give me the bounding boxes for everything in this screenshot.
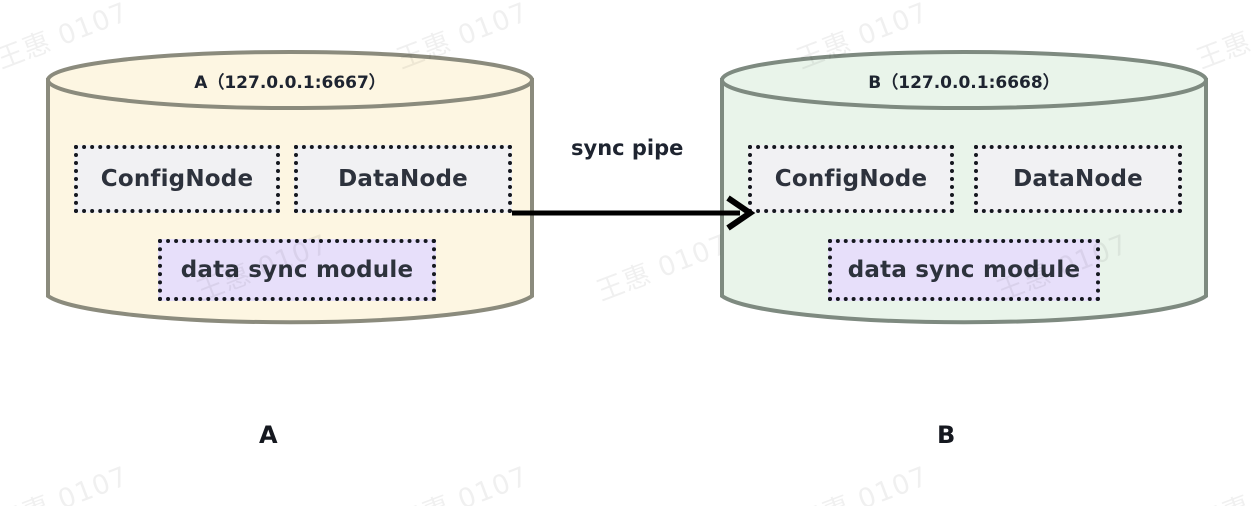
- node-title-a: A（127.0.0.1:6667）: [194, 73, 386, 93]
- watermark-text: 王惠 0107: [0, 460, 133, 506]
- dataNode-box-b[interactable]: DataNode: [974, 145, 1182, 213]
- watermark-text: 王惠 0107: [392, 460, 533, 506]
- configNode-box-b[interactable]: ConfigNode: [748, 145, 954, 213]
- data-sync-module-box-a[interactable]: data sync module: [158, 239, 436, 301]
- dataNode-box-a[interactable]: DataNode: [294, 145, 512, 213]
- watermark-text: 王惠 0107: [792, 460, 933, 506]
- sync-pipe-label: sync pipe: [571, 136, 684, 160]
- cylinder-top-ellipse-a: [46, 50, 534, 110]
- node-title-b: B（127.0.0.1:6668）: [868, 73, 1060, 93]
- watermark-text: 王惠 0107: [1193, 460, 1256, 506]
- cylinder-top-ellipse-b: [720, 50, 1208, 110]
- caption-b: B: [937, 421, 956, 449]
- caption-a: A: [259, 421, 278, 449]
- data-sync-module-box-b[interactable]: data sync module: [828, 239, 1100, 301]
- configNode-box-a[interactable]: ConfigNode: [74, 145, 280, 213]
- watermark-text: 王惠 0107: [592, 228, 733, 308]
